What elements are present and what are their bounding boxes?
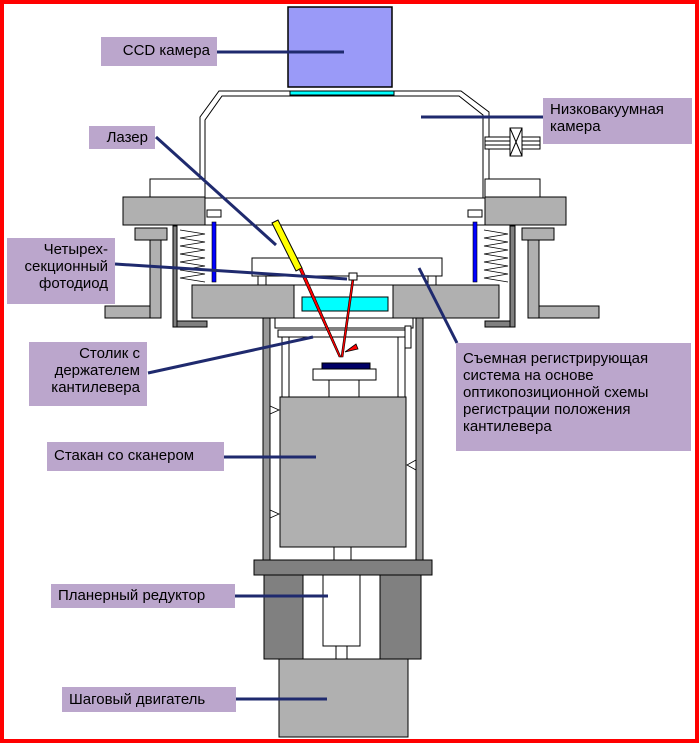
spring-left <box>179 229 206 283</box>
label-line: держателем <box>54 362 140 379</box>
top-plate <box>204 197 486 226</box>
label-line: секционный <box>24 258 108 275</box>
label-line: регистрации положения <box>463 401 631 418</box>
label-laser: Лазер <box>89 126 155 149</box>
photodiode <box>348 272 358 281</box>
column-wall-right <box>415 317 424 561</box>
label-line: кантилевера <box>51 379 140 396</box>
label-line: кантилевера <box>463 418 552 435</box>
label-registration-system: Съемная регистрирующая система на основе… <box>456 343 691 451</box>
low-vacuum-chamber <box>199 90 490 198</box>
label-low-vacuum-chamber: Низковакуумная камера <box>543 98 692 144</box>
sample-stage <box>312 368 377 381</box>
reducer-body-left <box>263 574 304 660</box>
spring-right <box>483 229 509 283</box>
rod-right <box>467 209 483 218</box>
ccd-window <box>289 90 395 96</box>
stage-post <box>328 379 360 398</box>
leader-laser <box>154 135 278 247</box>
optical-window <box>301 296 389 312</box>
label-line: Низковакуумная <box>550 101 664 118</box>
leader-lines <box>114 50 543 701</box>
left-support <box>104 225 208 328</box>
label-line: Столик с <box>79 345 140 362</box>
scanner-clamps <box>269 405 417 519</box>
cantilever <box>344 343 359 353</box>
rod-left <box>206 209 222 218</box>
inner-frame <box>274 317 414 398</box>
reducer-body-right <box>379 574 422 660</box>
top-collar-right <box>484 178 541 199</box>
label-line: Четырех- <box>43 241 108 258</box>
leader-cantilever-stage <box>147 335 314 375</box>
label-cantilever-stage: Столик с держателем кантилевера <box>29 342 147 406</box>
top-block-left <box>122 196 206 226</box>
label-line: Съемная регистрирующая <box>463 350 649 367</box>
label-scanner-cup: Стакан со сканером <box>47 442 224 471</box>
label-stepper-motor: Шаговый двигатель <box>62 687 236 712</box>
column-wall-left <box>262 317 271 561</box>
rod-left-blue <box>211 221 217 283</box>
vacuum-valve <box>484 127 541 157</box>
reducer-shaft <box>335 645 348 660</box>
scanner-shaft <box>333 546 352 561</box>
scanner-cup <box>279 396 407 548</box>
label-photodiode: Четырех- секционный фотодиод <box>7 238 115 304</box>
label-planetary-reducer: Планерный редуктор <box>51 584 235 608</box>
reducer-gear <box>322 574 361 647</box>
leader-photodiode <box>114 262 348 281</box>
base-plate-left <box>191 284 295 319</box>
reducer-flange <box>253 559 433 576</box>
label-line: система на основе <box>463 367 594 384</box>
rod-right-blue <box>472 221 478 283</box>
base-plate-right <box>392 284 500 319</box>
top-collar-left <box>149 178 206 199</box>
top-block-right <box>484 196 567 226</box>
label-line: камера <box>550 118 601 135</box>
right-support <box>484 225 600 328</box>
label-line: оптикопозиционной схемы <box>463 384 649 401</box>
sample <box>321 362 371 370</box>
label-ccd-camera: CCD камера <box>101 37 217 66</box>
ccd-camera <box>287 6 393 88</box>
label-line: фотодиод <box>39 275 108 292</box>
leader-registration-system <box>417 267 459 344</box>
